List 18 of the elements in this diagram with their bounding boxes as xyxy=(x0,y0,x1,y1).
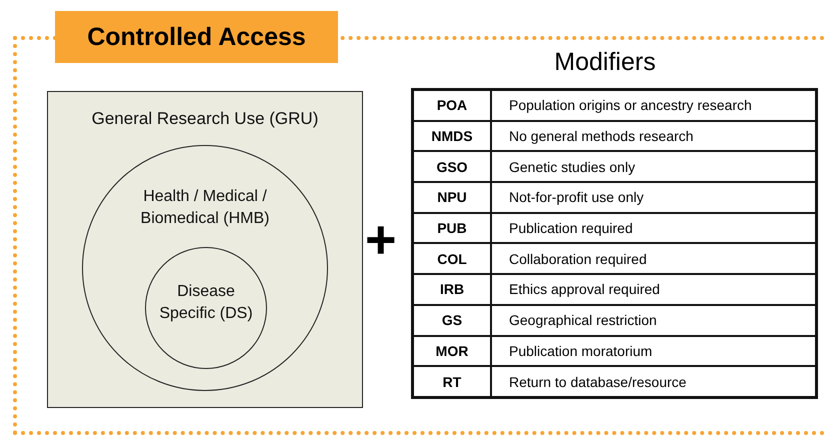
code-cell: GSO xyxy=(412,151,491,182)
category-circle xyxy=(82,145,328,391)
code-cell: PUB xyxy=(412,212,491,244)
table-title: Modifiers xyxy=(553,48,657,77)
node-label: Disease Specific (DS) xyxy=(158,282,254,324)
category-box xyxy=(47,91,363,408)
section-heading: Controlled Access xyxy=(55,11,338,63)
code-cell: COL xyxy=(412,243,491,274)
code-cell: NPU xyxy=(412,182,491,213)
code-cell: IRB xyxy=(412,274,491,305)
code-cell: MOR xyxy=(412,336,491,366)
plus-sign: + xyxy=(365,213,397,267)
category-circle xyxy=(145,247,267,369)
code-cell: POA xyxy=(412,90,491,121)
code-cell: GS xyxy=(412,304,491,336)
node-label: Health / Medical / Biomedical (HMB) xyxy=(140,187,270,229)
code-cell: NMDS xyxy=(412,120,491,152)
node-label: General Research Use (GRU) xyxy=(90,108,320,130)
